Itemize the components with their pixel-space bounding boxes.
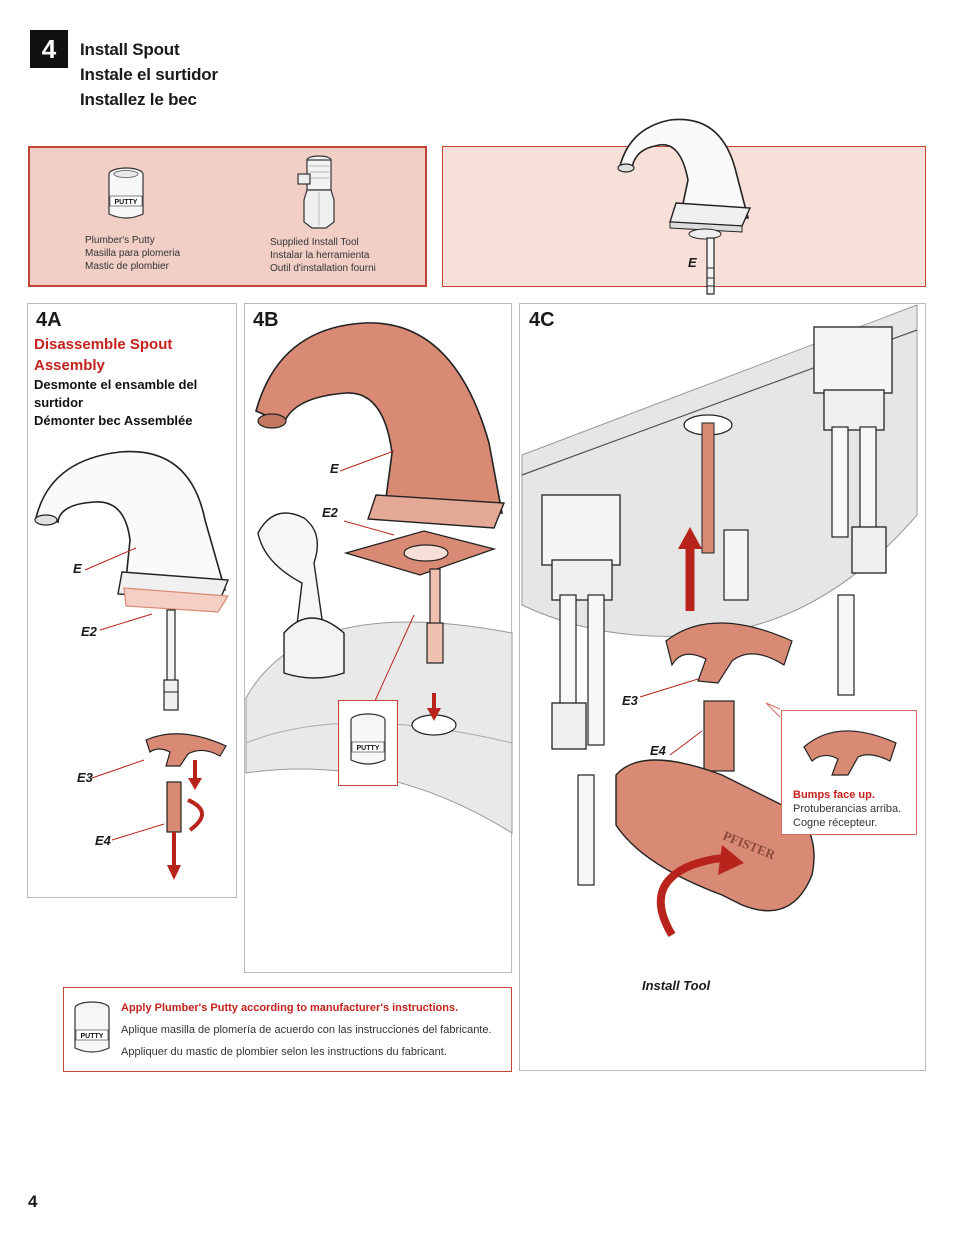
putty-caption-fr: Mastic de plombier [85,261,169,272]
panel-4b-callout-e: E [330,461,339,476]
note-text-fr: Appliquer du mastic de plombier selon le… [121,1046,447,1058]
bumps-text-es: Protuberancias arriba. [793,803,902,815]
page-number: 4 [28,1192,38,1211]
panel-4b-callout-e2: E2 [322,505,338,520]
required-tools-box: PUTTY Plumber's Putty Masilla para plome… [28,146,427,287]
bumps-text-fr: Cogne récepteur. [793,817,878,829]
panel-4a-spout-illustration [34,450,230,880]
install-tool-caption-fr: Outil d'installation fourni [270,263,376,274]
install-tool-caption-es: Instalar la herramienta [270,250,370,261]
step-title-fr: Installez le bec [80,90,197,109]
panel-4a-callout-e2: E2 [81,624,97,639]
panel-4c-callout-e4: E4 [650,743,666,758]
note-putty-label: PUTTY [81,1033,104,1040]
putty-jar-label: PUTTY [115,199,138,206]
bumps-text-en: Bumps face up. [793,789,875,801]
panel-4c-label: 4C [529,309,555,331]
putty-caption-en: Plumber's Putty [85,235,155,246]
bumps-face-up-callout: Bumps face up. Protuberancias arriba. Co… [781,710,917,835]
washer-bumps-icon [803,730,897,776]
panel-4b-label: 4B [253,309,279,331]
right-valve-icon [813,326,893,696]
panel-4a-title-en-2: Assembly [34,357,105,374]
left-valve-icon [541,494,621,886]
step-title-group: Install Spout Instale el surtidor Instal… [80,37,218,112]
install-tool-caption: Supplied Install Tool Instalar la herram… [270,236,376,275]
panel-4a-title-en-1: Disassemble Spout [34,336,173,353]
note-text-es: Aplique masilla de plomería de acuerdo c… [121,1024,492,1036]
note-text-en: Apply Plumber's Putty according to manuf… [121,1002,459,1014]
panel-4c-callout-e3: E3 [622,693,638,708]
install-tool-caption-en: Supplied Install Tool [270,237,359,248]
panel-4a-callout-e: E [73,561,82,576]
panel-4a-title-fr: Démonter bec Assemblée [34,413,193,428]
panel-4c-illustration: PFISTER [521,304,918,938]
panel-4a-label: 4A [36,309,62,331]
bumps-text: Bumps face up. Protuberancias arriba. Co… [793,788,901,830]
putty-caption: Plumber's Putty Masilla para plomeria Ma… [85,234,180,273]
spout-callout-e: E [688,255,697,270]
putty-caption-es: Masilla para plomeria [85,248,181,259]
panel-4b-putty-jar-icon: PUTTY [350,713,386,765]
putty-note-box: PUTTY Apply Plumber's Putty according to… [63,987,512,1072]
panel-4a-callout-e3: E3 [77,770,93,785]
install-tool-icon [297,155,335,229]
step-title-es: Instale el surtidor [80,65,218,84]
panel-4a-title: Disassemble Spout Assembly Desmonte el e… [34,334,224,430]
note-putty-jar-icon: PUTTY [74,1001,110,1053]
panel-4a-title-es-2: surtidor [34,395,84,410]
panel-4a-title-es-1: Desmonte el ensamble del [34,377,198,392]
spout-overview-illustration [617,118,752,295]
putty-jar-icon: PUTTY [108,167,144,219]
panel-4a-callout-e4: E4 [95,833,111,848]
panel-4b-putty-label: PUTTY [357,745,380,752]
step-number-badge: 4 [30,30,68,68]
install-tool-label: Install Tool [642,978,711,993]
step-title-en: Install Spout [80,40,180,59]
